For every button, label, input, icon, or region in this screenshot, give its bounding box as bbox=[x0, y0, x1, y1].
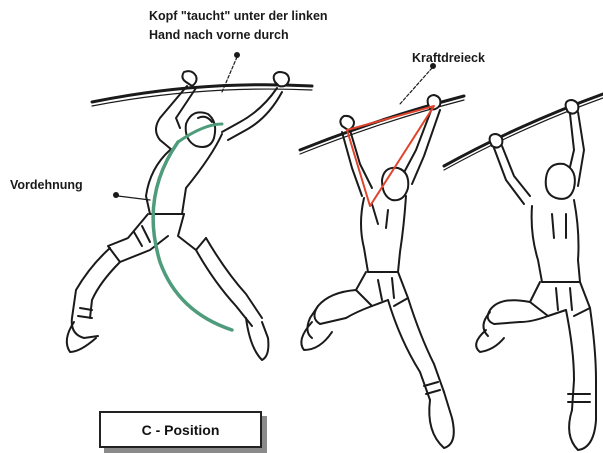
label-head-note-line2: Hand nach vorne durch bbox=[149, 27, 289, 44]
left-hand-1 bbox=[182, 71, 196, 86]
left-hand-3 bbox=[490, 134, 503, 148]
pointer-pre-stretch-dot bbox=[113, 192, 119, 198]
label-force-triangle: Kraftdreieck bbox=[412, 50, 485, 67]
head-2 bbox=[382, 168, 408, 201]
pointer-head-dot bbox=[234, 52, 240, 58]
pre-stretch-arc bbox=[153, 142, 232, 330]
pole-1 bbox=[92, 85, 312, 102]
label-pre-stretch: Vordehnung bbox=[10, 177, 83, 194]
head-3 bbox=[546, 164, 575, 199]
vaulter-figure-2 bbox=[300, 95, 464, 448]
right-hand-3 bbox=[566, 100, 579, 114]
label-head-note-line1: Kopf "taucht" unter der linken bbox=[149, 8, 328, 25]
position-caption: C - Position bbox=[142, 422, 220, 438]
position-caption-box: C - Position bbox=[99, 411, 262, 448]
vaulter-figure-1 bbox=[67, 71, 312, 360]
vaulter-figure-3 bbox=[444, 94, 603, 450]
right-hand-1 bbox=[274, 72, 289, 86]
